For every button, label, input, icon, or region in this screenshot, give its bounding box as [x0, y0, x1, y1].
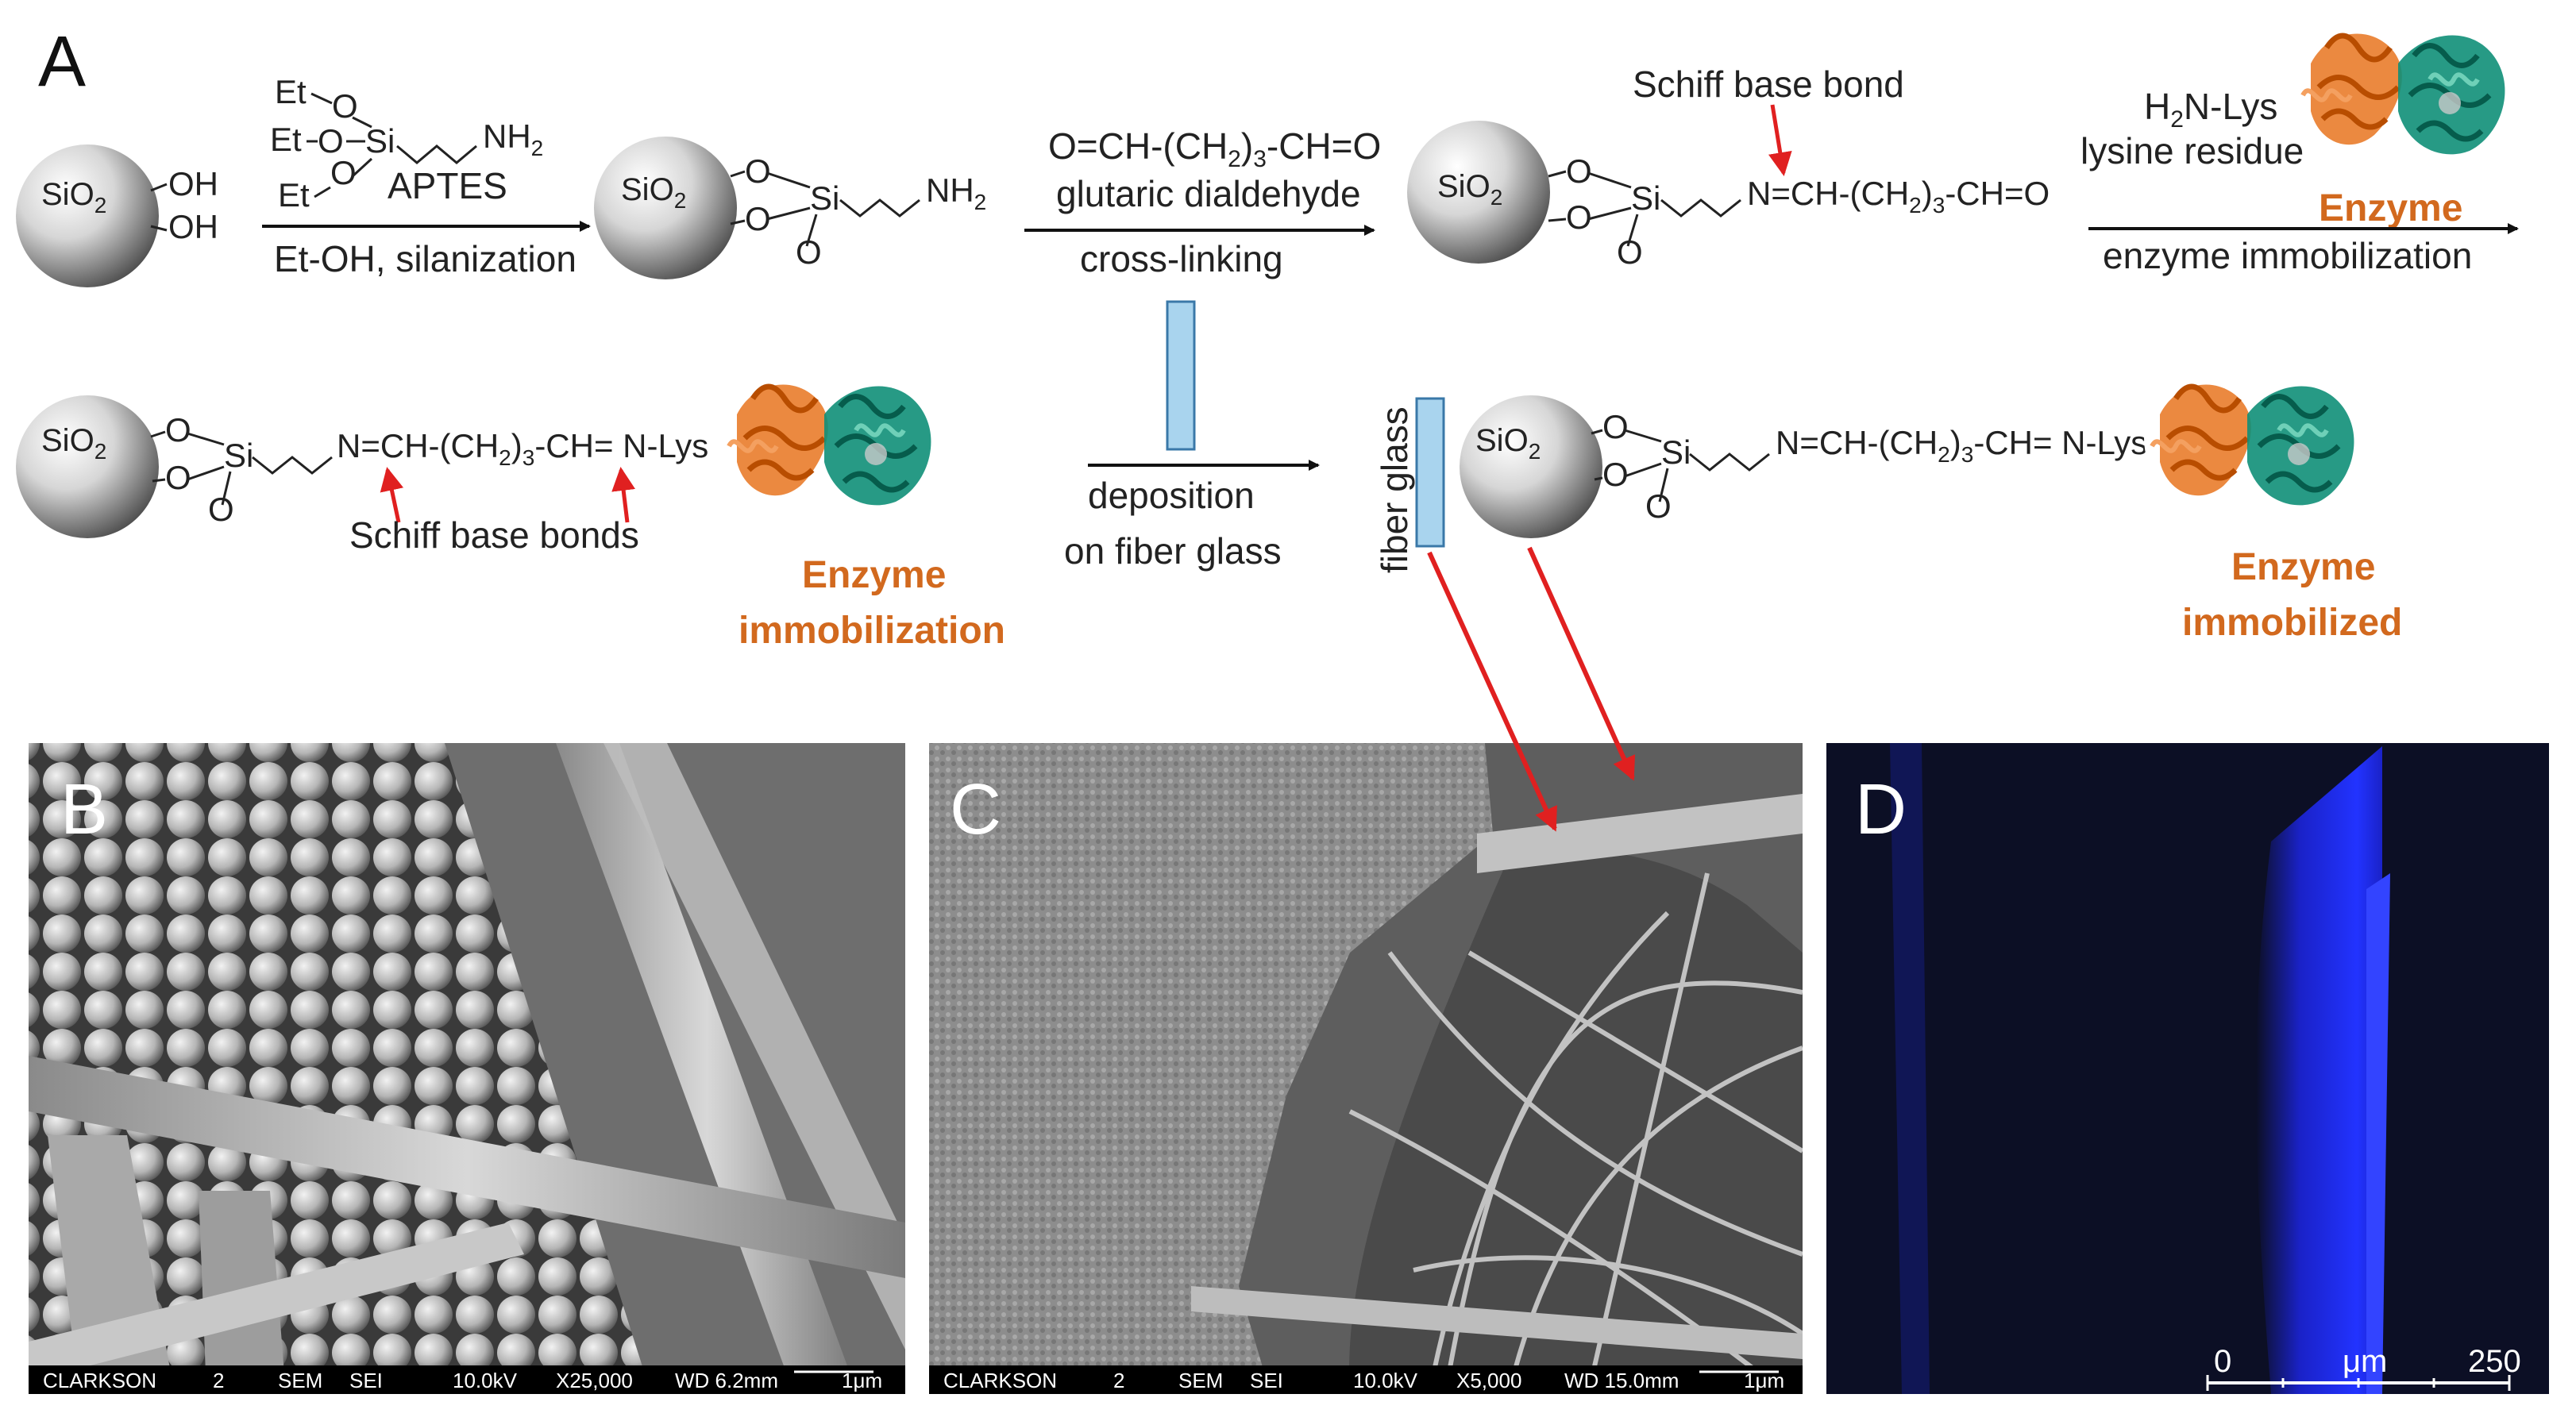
svg-text:NH2: NH2 [926, 171, 986, 214]
svg-text:10.0kV: 10.0kV [453, 1369, 518, 1392]
svg-text:O: O [165, 411, 191, 449]
sio2-particle-1: SiO2 OH OH [16, 144, 218, 287]
panel-c: C CLARKSON 2 SEM SEI 10.0kV X5,000 WD 15… [929, 546, 1803, 1394]
svg-text:Si: Si [224, 437, 253, 474]
schiff-base-bond-arrow [1768, 104, 1792, 176]
sem-b-info-bar: CLARKSON 2 SEM SEI 10.0kV X25,000 WD 6.2… [43, 1369, 882, 1392]
deposition-label-1: deposition [1088, 475, 1255, 516]
svg-text:10.0kV: 10.0kV [1353, 1369, 1418, 1392]
panel-b: B CLARKSON 2 SEM SEI 10.0kV X25,000 WD 6… [29, 743, 905, 1394]
step2-conditions: cross-linking [1080, 238, 1283, 279]
sem-c-info-bar: CLARKSON 2 SEM SEI 10.0kV X5,000 WD 15.0… [943, 1369, 1784, 1392]
panel-d: D 0 μm 250 [1826, 743, 2549, 1394]
fiber-glass-label: fiber glass [1374, 406, 1415, 573]
svg-text:X5,000: X5,000 [1456, 1369, 1521, 1392]
svg-text:2: 2 [213, 1369, 224, 1392]
svg-text:SEM: SEM [278, 1369, 322, 1392]
svg-text:OH: OH [168, 208, 218, 245]
svg-text:Et: Et [275, 73, 307, 110]
svg-text:N=CH-(CH2)3-CH=O: N=CH-(CH2)3-CH=O [1747, 175, 2050, 218]
svg-text:SEI: SEI [1250, 1369, 1283, 1392]
glutaraldehyde-name: glutaric dialdehyde [1056, 173, 1361, 214]
svg-text:SiO2: SiO2 [621, 172, 686, 213]
red-arrow-sphere [1527, 546, 1636, 781]
svg-text:O: O [796, 233, 822, 271]
schiff-arrow-left [380, 467, 404, 523]
schiff-arrow-right [611, 467, 636, 523]
svg-text:O: O [1602, 408, 1629, 445]
sio2-particle-5: SiO2 O O Si O N=CH-(CH2)3-CH= N-Lys [1460, 395, 2147, 538]
svg-text:Et: Et [278, 176, 310, 214]
svg-text:2: 2 [1113, 1369, 1124, 1392]
panel-d-letter: D [1855, 770, 1907, 849]
svg-text:X25,000: X25,000 [556, 1369, 633, 1392]
svg-text:N=CH-(CH2)3-CH= N-Lys: N=CH-(CH2)3-CH= N-Lys [1776, 424, 2147, 467]
enzyme-structure-row2-left [721, 375, 931, 505]
svg-text:APTES: APTES [388, 165, 507, 206]
panel-c-letter: C [950, 770, 1001, 849]
enzyme-structure-row2-right [2144, 375, 2354, 505]
svg-text:0: 0 [2214, 1344, 2231, 1379]
svg-text:OH: OH [168, 165, 218, 202]
svg-text:O: O [1645, 487, 1672, 525]
fiber-glass-rect [1415, 397, 1445, 548]
svg-text:O: O [1602, 456, 1629, 493]
svg-text:WD 6.2mm: WD 6.2mm [675, 1369, 778, 1392]
sio2-particle-2: SiO2 O O Si O NH2 [594, 137, 986, 279]
enzyme-immobilization-label-1: Enzyme [802, 554, 946, 596]
svg-text:O: O [1566, 152, 1592, 190]
svg-text:Si: Si [1631, 179, 1660, 217]
step1-conditions: Et-OH, silanization [274, 238, 577, 279]
svg-text:O: O [1617, 233, 1643, 271]
fiber-glass-rect-top [1166, 300, 1196, 451]
svg-text:Et: Et [270, 121, 302, 158]
step3-conditions: enzyme immobilization [2103, 235, 2472, 276]
enzyme-immobilization-label-2: immobilization [738, 610, 1005, 652]
panel-a-letter: A [38, 22, 86, 102]
svg-text:SiO2: SiO2 [1437, 169, 1502, 210]
svg-text:SiO2: SiO2 [41, 423, 106, 464]
lysine-residue-label: lysine residue [2080, 130, 2304, 171]
svg-text:SEI: SEI [349, 1369, 383, 1392]
svg-text:N=CH-(CH2)3-CH= N-Lys: N=CH-(CH2)3-CH= N-Lys [337, 427, 708, 470]
enzyme-immobilized-label-1: Enzyme [2231, 546, 2375, 588]
enzyme-label-top: Enzyme [2319, 187, 2462, 229]
svg-text:250: 250 [2468, 1344, 2521, 1379]
svg-text:1μm: 1μm [1744, 1369, 1784, 1392]
enzyme-immobilized-label-2: immobilized [2182, 602, 2402, 644]
svg-text:SEM: SEM [1178, 1369, 1223, 1392]
svg-text:O: O [318, 122, 344, 160]
svg-text:O: O [745, 200, 771, 237]
svg-text:O: O [745, 152, 771, 190]
svg-text:O: O [1566, 198, 1592, 236]
panel-a: A SiO2 OH OH Et O Et O Et O Si NH2 [16, 22, 2519, 652]
deposition-label-2: on fiber glass [1064, 530, 1282, 572]
svg-text:NH2: NH2 [483, 117, 543, 160]
svg-text:SiO2: SiO2 [41, 177, 106, 218]
h2n-lys-label: H2N-Lys [2144, 86, 2277, 133]
svg-text:SiO2: SiO2 [1475, 423, 1541, 464]
enzyme-structure-top [2295, 24, 2505, 154]
svg-text:1μm: 1μm [842, 1369, 882, 1392]
svg-text:CLARKSON: CLARKSON [43, 1369, 156, 1392]
confocal-scale-bar: 0 μm 250 [2206, 1344, 2521, 1391]
svg-text:O: O [330, 154, 357, 191]
svg-text:Si: Si [1661, 433, 1691, 471]
svg-text:CLARKSON: CLARKSON [943, 1369, 1057, 1392]
schiff-base-bonds-label: Schiff base bonds [349, 514, 639, 556]
svg-text:μm: μm [2343, 1344, 2387, 1379]
sio2-particle-3: SiO2 O O Si O N=CH-(CH2)3-CH=O [1407, 121, 2050, 271]
red-arrow-fiber [1427, 551, 1557, 832]
glutaraldehyde-formula: O=CH-(CH2)3-CH=O [1048, 125, 1381, 172]
sio2-particle-4: SiO2 O O Si O N=CH-(CH2)3-CH= N-Lys [16, 395, 708, 538]
aptes-structure: Et O Et O Et O Si NH2 APTES [270, 73, 543, 214]
svg-text:Si: Si [365, 122, 395, 160]
svg-text:WD 15.0mm: WD 15.0mm [1564, 1369, 1679, 1392]
schiff-base-bond-label: Schiff base bond [1633, 64, 1904, 105]
panel-b-letter: B [60, 770, 108, 849]
svg-text:O: O [165, 459, 191, 496]
svg-text:O: O [208, 491, 234, 528]
svg-text:Si: Si [810, 179, 839, 217]
